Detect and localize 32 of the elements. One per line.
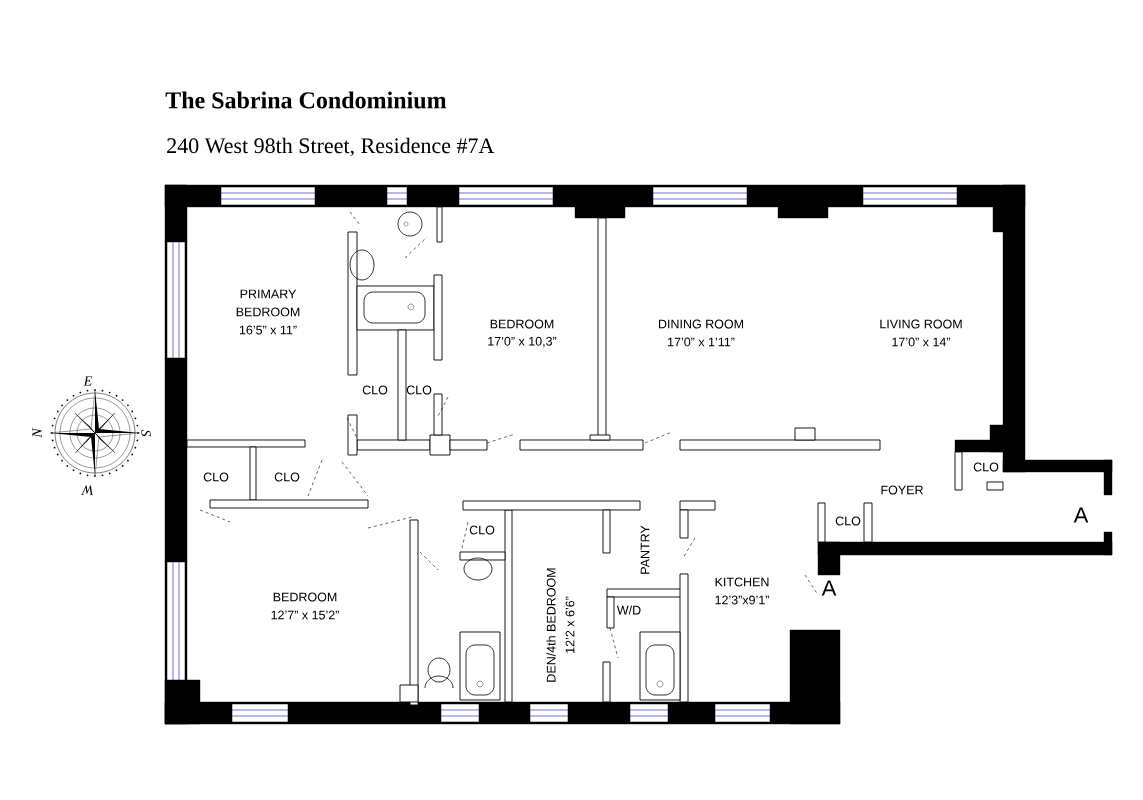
room-name: FOYER [881,485,923,495]
room-name: DEN/4th BEDROOM [546,568,556,682]
room-name: CLO [406,385,432,395]
room-name: PRIMARY BEDROOM [236,289,300,317]
room-name: BEDROOM [490,319,554,329]
room-dimension: 17’0” x 14” [892,337,951,347]
room-name: CLO [973,462,999,472]
compass-letter: W [81,485,93,495]
room-dimension: 17’0” x 1’11” [668,337,735,347]
room-dimension: 17’0” x 10,3” [488,336,557,348]
room-name: CLO [362,385,388,395]
room-dimension: 12’7” x 15’2” [271,610,339,620]
room-name: KITCHEN [715,577,769,587]
room-name: CLO [203,472,229,482]
compass-letter: N [32,427,42,438]
room-name: CLO [274,472,300,482]
entrance-mark: A [821,580,837,596]
room-name: DINING ROOM [658,319,744,329]
room-name: W/D [616,605,641,615]
room-name: BEDROOM [273,592,337,602]
compass-letter: S [141,429,151,437]
room-dimension: 12’2 x 6’6” [565,596,575,653]
room-name: CLO [835,516,861,526]
room-name: PANTRY [640,525,650,574]
room-dimension: 12’3”x9’1” [715,595,769,605]
room-dimension: 16’5” x 11” [239,325,297,335]
title: The Sabrina Condominium [165,91,447,109]
entrance-mark: A [1073,507,1089,523]
address-line: 240 West 98th Street, Residence #7A [167,137,495,157]
room-name: LIVING ROOM [880,319,962,329]
room-name: CLO [469,525,495,535]
compass-letter: E [83,376,93,386]
